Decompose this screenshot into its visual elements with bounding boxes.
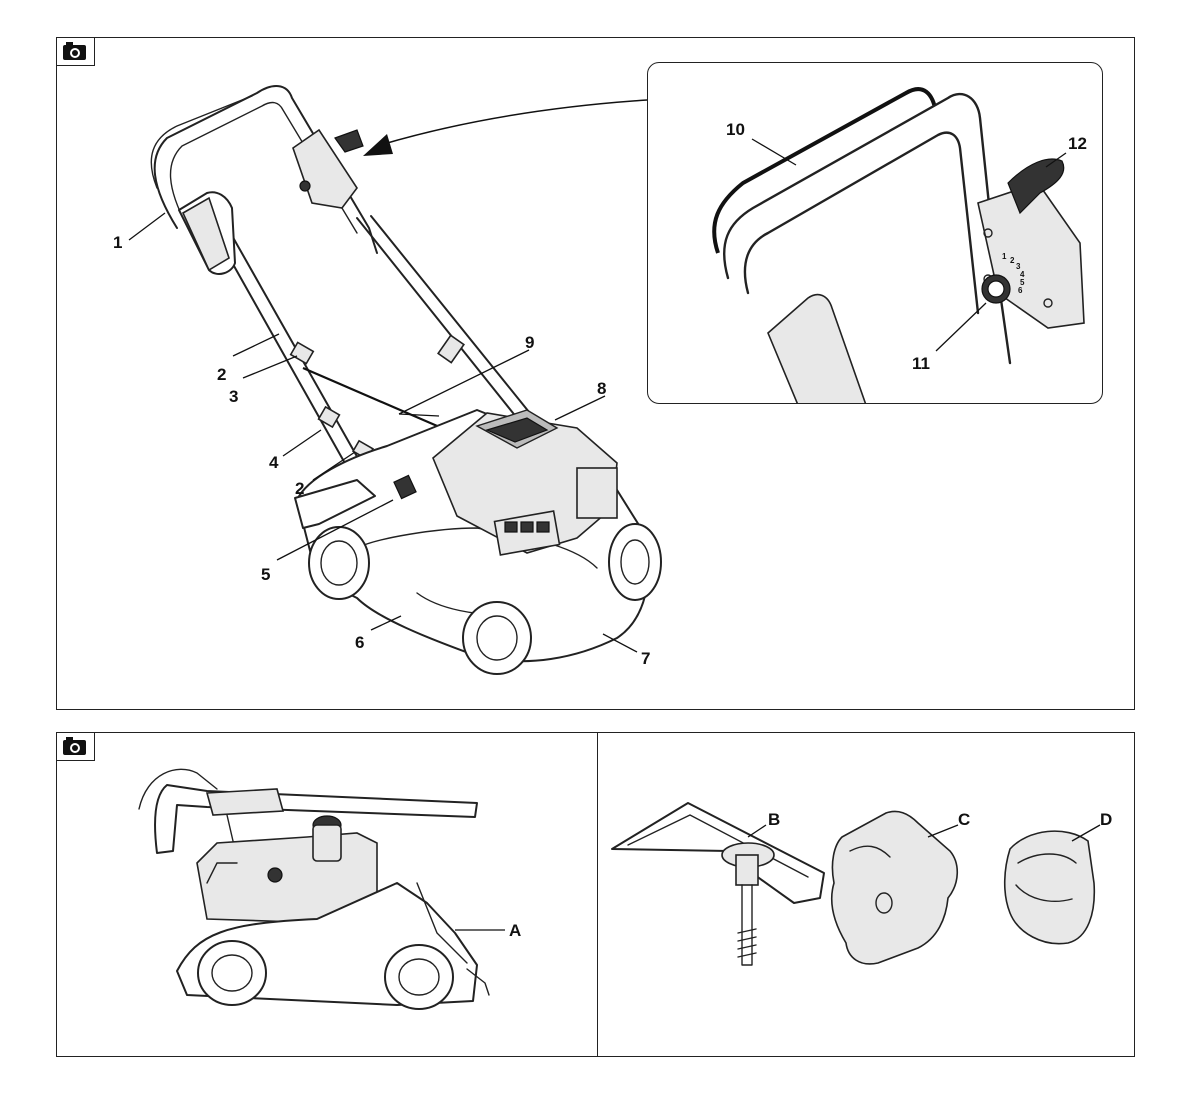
inset-handle-drawing: 1 2 3 4 5 6 10 12 11 xyxy=(648,63,1103,404)
accessory-parts-drawing: B C D xyxy=(598,733,1136,1058)
figure-2-panel: A xyxy=(56,732,599,1057)
label-9: 9 xyxy=(525,333,534,352)
label-2b: 2 xyxy=(295,479,304,498)
figure-1-panel: 1 2 3 4 2 5 6 7 8 9 xyxy=(56,37,1135,710)
folded-scarifier-drawing: A xyxy=(57,733,600,1058)
label-B: B xyxy=(768,810,780,829)
label-5: 5 xyxy=(261,565,270,584)
label-D: D xyxy=(1100,810,1112,829)
inset-detail: 1 2 3 4 5 6 10 12 11 xyxy=(647,62,1103,404)
label-8: 8 xyxy=(597,379,606,398)
label-7: 7 xyxy=(641,649,650,668)
label-6: 6 xyxy=(355,633,364,652)
label-4: 4 xyxy=(269,453,279,472)
label-A: A xyxy=(509,921,521,940)
label-12: 12 xyxy=(1068,134,1087,153)
label-2a: 2 xyxy=(217,365,226,384)
label-1: 1 xyxy=(113,233,122,252)
label-3: 3 xyxy=(229,387,238,406)
dial-mark-6: 6 xyxy=(1018,286,1023,295)
dial-mark-1: 1 xyxy=(1002,252,1007,261)
figure-3-panel: B C D xyxy=(597,732,1135,1057)
label-11: 11 xyxy=(912,354,930,373)
label-C: C xyxy=(958,810,970,829)
label-10: 10 xyxy=(726,120,745,139)
dial-mark-2: 2 xyxy=(1010,256,1015,265)
